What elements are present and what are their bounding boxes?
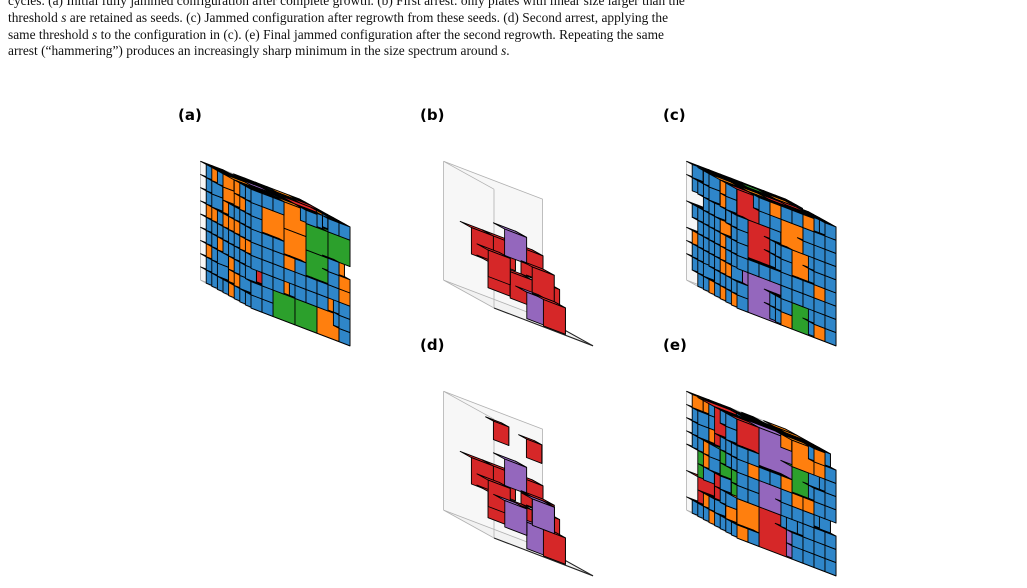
panel-e-canvas: [686, 390, 837, 577]
cube-face: [492, 420, 510, 446]
cube-face: [747, 449, 760, 468]
cube-face: [736, 281, 749, 300]
caption-line-1: cycles. (a) Initial fully jammed configu…: [8, 0, 685, 8]
cube-face: [813, 448, 826, 467]
panel-label-e: (e): [663, 336, 687, 354]
cube-face: [824, 222, 837, 241]
cube-face: [338, 275, 351, 294]
cube-face: [305, 209, 318, 229]
cube-face: [525, 438, 543, 464]
axis-pane: [443, 161, 494, 308]
panel-c-3d-packing: [671, 130, 861, 347]
cube-face: [736, 215, 749, 234]
cube-face: [504, 228, 528, 265]
axis-edge: [443, 160, 495, 190]
cube-face: [542, 299, 566, 335]
cube-face: [747, 528, 760, 547]
axis-edge: [443, 509, 495, 539]
axis-edge: [443, 160, 543, 200]
cube-face: [780, 475, 793, 494]
panel-e-3d-packing: [671, 360, 861, 577]
axis-pane: [443, 391, 494, 538]
panel-a-3d-packing: [185, 130, 375, 347]
cube-face: [824, 465, 837, 484]
cube-face: [504, 458, 528, 495]
panel-b-canvas: [443, 160, 594, 347]
panel-label-c: (c): [663, 106, 686, 124]
panel-c-canvas: [686, 160, 837, 347]
caption-line-2: threshold s are retained as seeds. (c) J…: [8, 9, 669, 25]
cube-face: [294, 258, 307, 277]
axis-edge: [443, 390, 495, 420]
axis-edge: [443, 279, 495, 309]
axis-edge: [443, 390, 543, 430]
panel-a-canvas: [200, 160, 351, 347]
axis-edge: [493, 537, 594, 577]
panel-label-a: (a): [178, 106, 202, 124]
cube-face: [802, 213, 815, 233]
axis-edge: [443, 279, 543, 319]
cube-face: [487, 249, 511, 286]
panel-label-b: (b): [420, 106, 445, 124]
figure-caption: cycles. (a) Initial fully jammed configu…: [8, 0, 1020, 60]
caption-line-4: arrest (“hammering”) produces an increas…: [8, 43, 510, 59]
cube-face: [780, 245, 793, 264]
cube-face: [338, 222, 351, 241]
cube-face: [531, 498, 555, 535]
cube-face: [824, 531, 837, 550]
caption-line-3: same threshold s to the configuration in…: [8, 26, 664, 42]
axis-edge: [443, 509, 543, 549]
panel-d-3d-packing: [428, 360, 618, 577]
panel-d-canvas: [443, 390, 594, 577]
panel-label-d: (d): [420, 336, 445, 354]
axis-edge: [493, 307, 594, 347]
cube-face: [272, 197, 285, 216]
panel-b-3d-packing: [428, 130, 618, 347]
cube-face: [504, 500, 528, 536]
cube-face: [272, 236, 285, 256]
cube-face: [542, 529, 566, 565]
cube-face: [327, 257, 340, 277]
